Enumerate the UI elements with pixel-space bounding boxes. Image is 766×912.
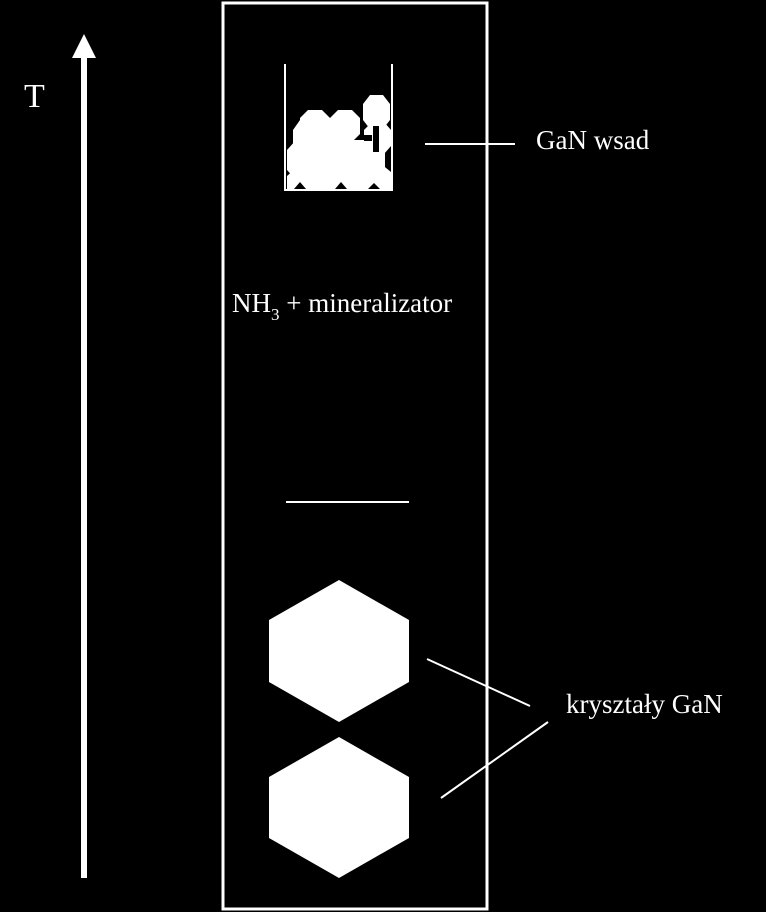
solution-formula-main: NH [232, 288, 271, 318]
temperature-arrow-head [72, 34, 96, 58]
crystals-label: kryształy GaN [566, 689, 723, 719]
feedstock-crucible [284, 64, 393, 191]
crucible-walls [284, 64, 393, 191]
solution-formula-subscript: 3 [271, 305, 280, 324]
gan-crystal-upper [269, 580, 409, 722]
gan-crystal-lower [269, 737, 409, 878]
feedstock-label: GaN wsad [536, 125, 650, 155]
temperature-axis-label: T [24, 78, 45, 115]
feedstock-pieces [287, 95, 391, 189]
solution-formula-rest: + mineralizator [279, 288, 453, 318]
autoclave-vessel [221, 1, 489, 911]
temperature-arrow [72, 34, 96, 878]
feedstock-gaps [288, 125, 380, 189]
feedstock-piece [300, 110, 330, 142]
feedstock-piece [300, 140, 385, 176]
crystals-leader-lower [440, 721, 549, 799]
feedstock-piece [363, 95, 390, 129]
crystals-leader-upper [426, 658, 531, 707]
solution-label: NH3 + mineralizator [232, 288, 453, 324]
